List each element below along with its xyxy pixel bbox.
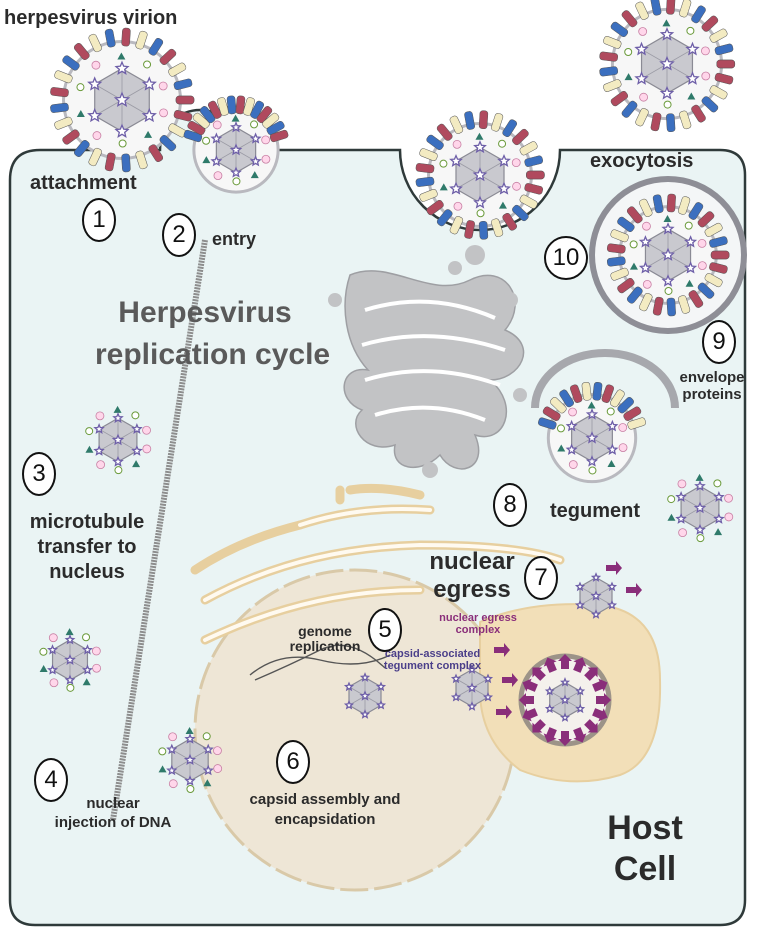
step-5-badge: 5	[368, 608, 402, 652]
virion-free	[50, 27, 195, 173]
label-genome-replication: genome replication	[289, 623, 361, 655]
capsid-docked-nucleus	[158, 727, 223, 793]
label-attachment: attachment	[30, 172, 137, 194]
golgi-cisternae	[361, 299, 506, 422]
label-nec: nuclear egress complex	[439, 612, 517, 637]
virion-entering	[183, 95, 289, 194]
capsid-egressed	[574, 572, 618, 619]
label-cycle-line1: Herpesvirus	[118, 296, 292, 329]
virion-budding	[415, 110, 545, 240]
virions	[39, 0, 736, 793]
virion-tegumented	[667, 473, 734, 543]
virion-released	[599, 0, 736, 133]
dna-strands	[249, 644, 391, 681]
nec-arrows	[494, 561, 642, 746]
virion-in-vesicle	[606, 193, 730, 317]
label-cycle-line2: replication cycle	[95, 338, 331, 371]
golgi-vesicles	[328, 245, 527, 478]
er-lumen	[203, 507, 562, 642]
label-exocytosis: exocytosis	[590, 150, 694, 172]
step-4-badge: 4	[34, 758, 68, 802]
label-nuclear-egress: nuclear egress	[429, 548, 515, 603]
label-tegument: tegument	[550, 500, 640, 522]
label-injection: nuclear injection of DNA	[54, 795, 172, 831]
step-6-badge: 6	[276, 740, 310, 784]
label-microtubule: microtubule transfer to nucleus	[29, 511, 145, 583]
capsid-primary-envelope	[544, 677, 586, 722]
capsid-assembling	[343, 672, 387, 719]
step-2-badge: 2	[162, 213, 196, 257]
microtubule	[110, 239, 208, 821]
step-9-badge: 9	[702, 320, 736, 364]
step-1-badge: 1	[82, 198, 116, 242]
capsid-nuclear-egress	[450, 664, 494, 711]
step-10-badge: 10	[544, 236, 588, 280]
label-capsid-assembly: capsid assembly and encapsidation	[249, 791, 401, 828]
label-envelope-proteins: envelope proteins	[679, 369, 745, 403]
step-8-badge: 8	[493, 483, 527, 527]
envelope-membrane	[531, 349, 679, 409]
step-3-badge: 3	[22, 452, 56, 496]
label-virion: herpesvirus virion	[4, 7, 178, 29]
label-entry: entry	[212, 229, 257, 249]
step-7-badge: 7	[524, 556, 558, 600]
label-host-cell: Host Cell	[607, 809, 683, 888]
capsid-near-microtubule	[39, 628, 101, 692]
virion-envelope-acquiring	[538, 381, 646, 484]
label-catc: capsid-associated tegument complex	[383, 648, 482, 673]
capsid-microtubule-transport	[85, 405, 152, 475]
